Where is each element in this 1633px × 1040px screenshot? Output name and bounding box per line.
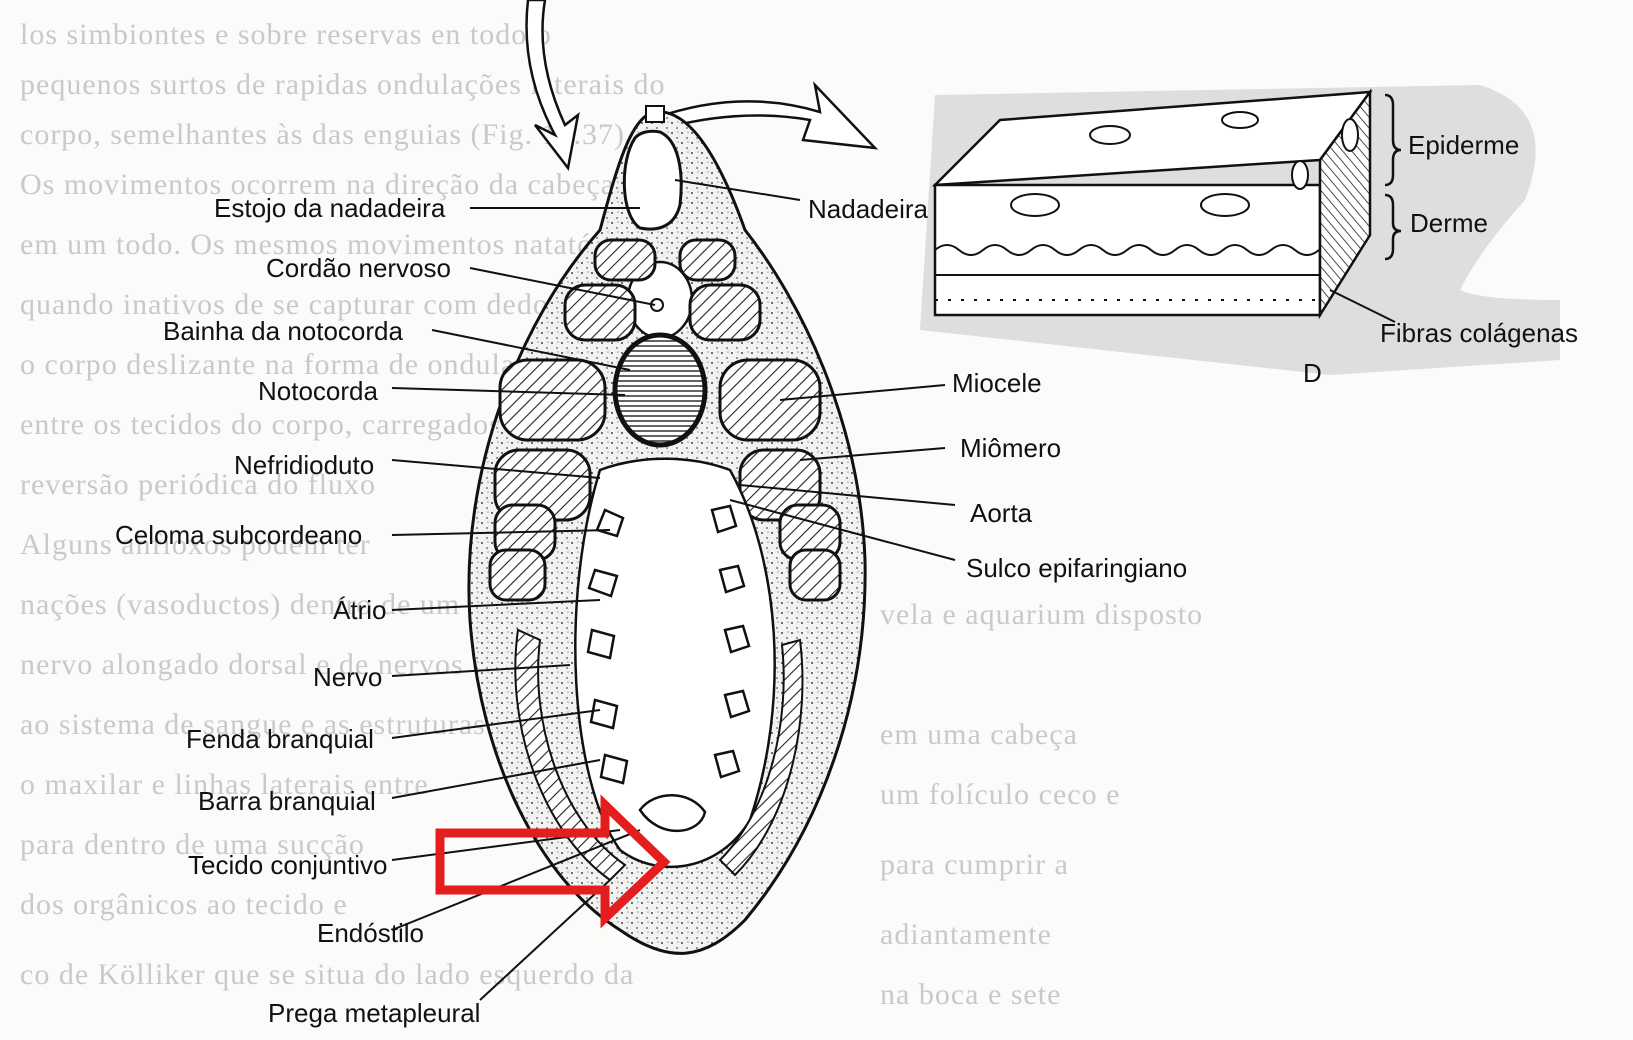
figure-letter: D <box>1303 360 1322 386</box>
label-prega-metapleural: Prega metapleural <box>268 1000 480 1026</box>
label-estojo-da-nadadeira: Estojo da nadadeira <box>214 195 445 221</box>
label-barra-branquial: Barra branquial <box>198 788 376 814</box>
notochord <box>615 335 705 445</box>
skin-inset <box>935 92 1401 322</box>
label-endostilo: Endóstilo <box>317 920 424 946</box>
label-miocele: Miocele <box>952 370 1042 396</box>
fin-box <box>624 131 681 229</box>
label-atrio: Átrio <box>333 597 386 623</box>
label-nervo: Nervo <box>313 664 382 690</box>
label-epiderme: Epiderme <box>1408 132 1519 158</box>
body-section <box>469 106 865 953</box>
label-derme: Derme <box>1410 210 1488 236</box>
label-sulco-epifaringiano: Sulco epifaringiano <box>966 555 1187 581</box>
label-notocorda: Notocorda <box>258 378 378 404</box>
label-bainha-da-notocorda: Bainha da notocorda <box>163 318 403 344</box>
label-celoma-subcordeano: Celoma subcordeano <box>115 522 362 548</box>
label-cordao-nervoso: Cordão nervoso <box>266 255 451 281</box>
label-miomero: Miômero <box>960 435 1061 461</box>
label-tecido-conjuntivo: Tecido conjuntivo <box>188 852 387 878</box>
label-nefridioduto: Nefridioduto <box>234 452 374 478</box>
label-fibras-colagenas: Fibras colágenas <box>1380 320 1578 346</box>
label-aorta: Aorta <box>970 500 1032 526</box>
label-nadadeira: Nadadeira <box>808 196 928 222</box>
label-fenda-branquial: Fenda branquial <box>186 726 374 752</box>
